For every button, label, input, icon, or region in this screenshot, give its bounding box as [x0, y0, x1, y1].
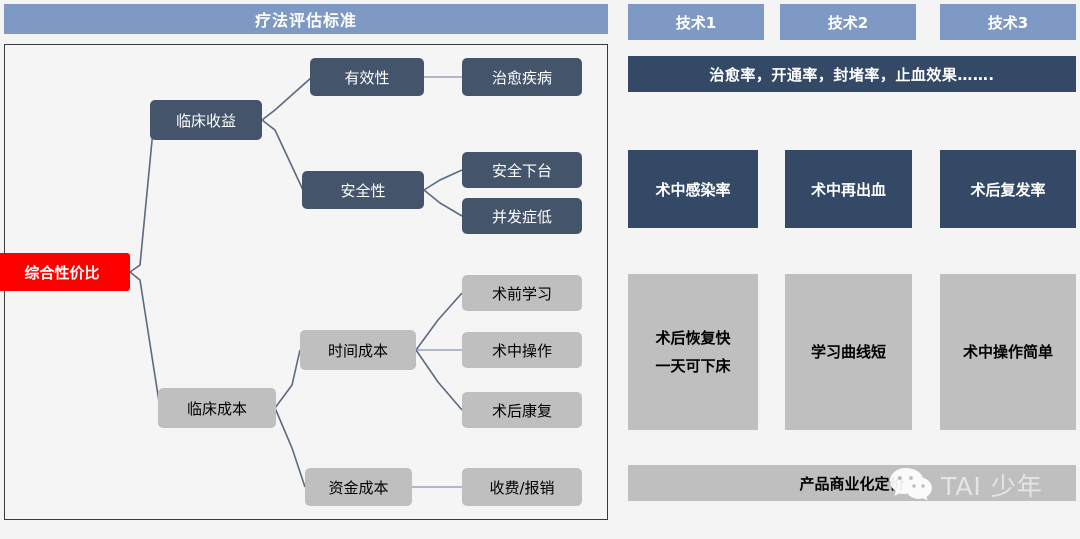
benefit-card-3-line-1: 术中操作简单 [962, 342, 1053, 361]
benefit-card-1[interactable]: 术后恢复快 一天可下床 [628, 274, 758, 430]
tech-header-1[interactable]: 技术1 [628, 4, 764, 40]
benefit-card-2[interactable]: 学习曲线短 [785, 274, 912, 430]
root-node-overall-value[interactable]: 综合性价比 [0, 253, 130, 291]
benefit-card-1-line-1: 术后恢复快 [655, 328, 731, 347]
metric-card-2[interactable]: 术中再出血 [785, 150, 912, 228]
tech-header-3[interactable]: 技术3 [940, 4, 1076, 40]
pricing-bar-label: 产品商业化定价 [799, 474, 905, 493]
node-clinical-benefit-label: 临床收益 [175, 111, 236, 130]
metric-card-2-label: 术中再出血 [810, 180, 886, 199]
node-safe-exit-label: 安全下台 [491, 161, 552, 180]
node-cure-disease-label: 治愈疾病 [491, 68, 552, 87]
tech-header-2[interactable]: 技术2 [780, 4, 916, 40]
node-cure-disease[interactable]: 治愈疾病 [462, 58, 582, 96]
left-panel: 疗法评估标准 [0, 4, 608, 520]
metric-card-3[interactable]: 术后复发率 [940, 150, 1076, 228]
node-intraop-operation[interactable]: 术中操作 [462, 332, 582, 368]
metric-card-1-label: 术中感染率 [655, 180, 731, 199]
node-time-cost-label: 时间成本 [327, 341, 388, 360]
tech-header-1-label: 技术1 [675, 13, 717, 32]
node-fee-reimbursement-label: 收费/报销 [489, 478, 555, 497]
node-intraop-operation-label: 术中操作 [491, 341, 552, 360]
node-low-complication[interactable]: 并发症低 [462, 198, 582, 234]
node-capital-cost-label: 资金成本 [328, 478, 389, 497]
node-safety[interactable]: 安全性 [302, 171, 424, 209]
node-safe-exit[interactable]: 安全下台 [462, 152, 582, 188]
left-panel-title: 疗法评估标准 [4, 4, 608, 34]
node-fee-reimbursement[interactable]: 收费/报销 [462, 468, 582, 506]
node-effectiveness[interactable]: 有效性 [310, 58, 424, 96]
metric-card-3-label: 术后复发率 [970, 180, 1046, 199]
tech-header-3-label: 技术3 [987, 13, 1029, 32]
node-clinical-cost[interactable]: 临床成本 [158, 388, 276, 428]
tech-header-2-label: 技术2 [827, 13, 869, 32]
node-safety-label: 安全性 [340, 181, 386, 200]
node-capital-cost[interactable]: 资金成本 [305, 468, 412, 506]
benefit-card-2-line-1: 学习曲线短 [810, 342, 886, 361]
node-time-cost[interactable]: 时间成本 [300, 330, 416, 370]
root-node-label: 综合性价比 [24, 263, 100, 282]
right-panel: 技术1 技术2 技术3 治愈率，开通率，封堵率，止血效果……. 术中感染率 术中… [620, 0, 1080, 539]
node-clinical-benefit[interactable]: 临床收益 [150, 100, 262, 140]
node-preop-learning[interactable]: 术前学习 [462, 275, 582, 311]
benefit-card-3[interactable]: 术中操作简单 [940, 274, 1076, 430]
benefit-card-1-line-2: 一天可下床 [655, 357, 731, 375]
node-postop-recovery[interactable]: 术后康复 [462, 392, 582, 428]
node-postop-recovery-label: 术后康复 [491, 401, 552, 420]
node-clinical-cost-label: 临床成本 [186, 399, 247, 418]
metrics-bar-label: 治愈率，开通率，封堵率，止血效果……. [709, 65, 995, 84]
node-preop-learning-label: 术前学习 [491, 284, 552, 303]
metric-card-1[interactable]: 术中感染率 [628, 150, 758, 228]
pricing-bar[interactable]: 产品商业化定价 [628, 465, 1076, 501]
metrics-bar[interactable]: 治愈率，开通率，封堵率，止血效果……. [628, 56, 1076, 92]
node-effectiveness-label: 有效性 [344, 68, 390, 87]
node-low-complication-label: 并发症低 [491, 207, 552, 226]
